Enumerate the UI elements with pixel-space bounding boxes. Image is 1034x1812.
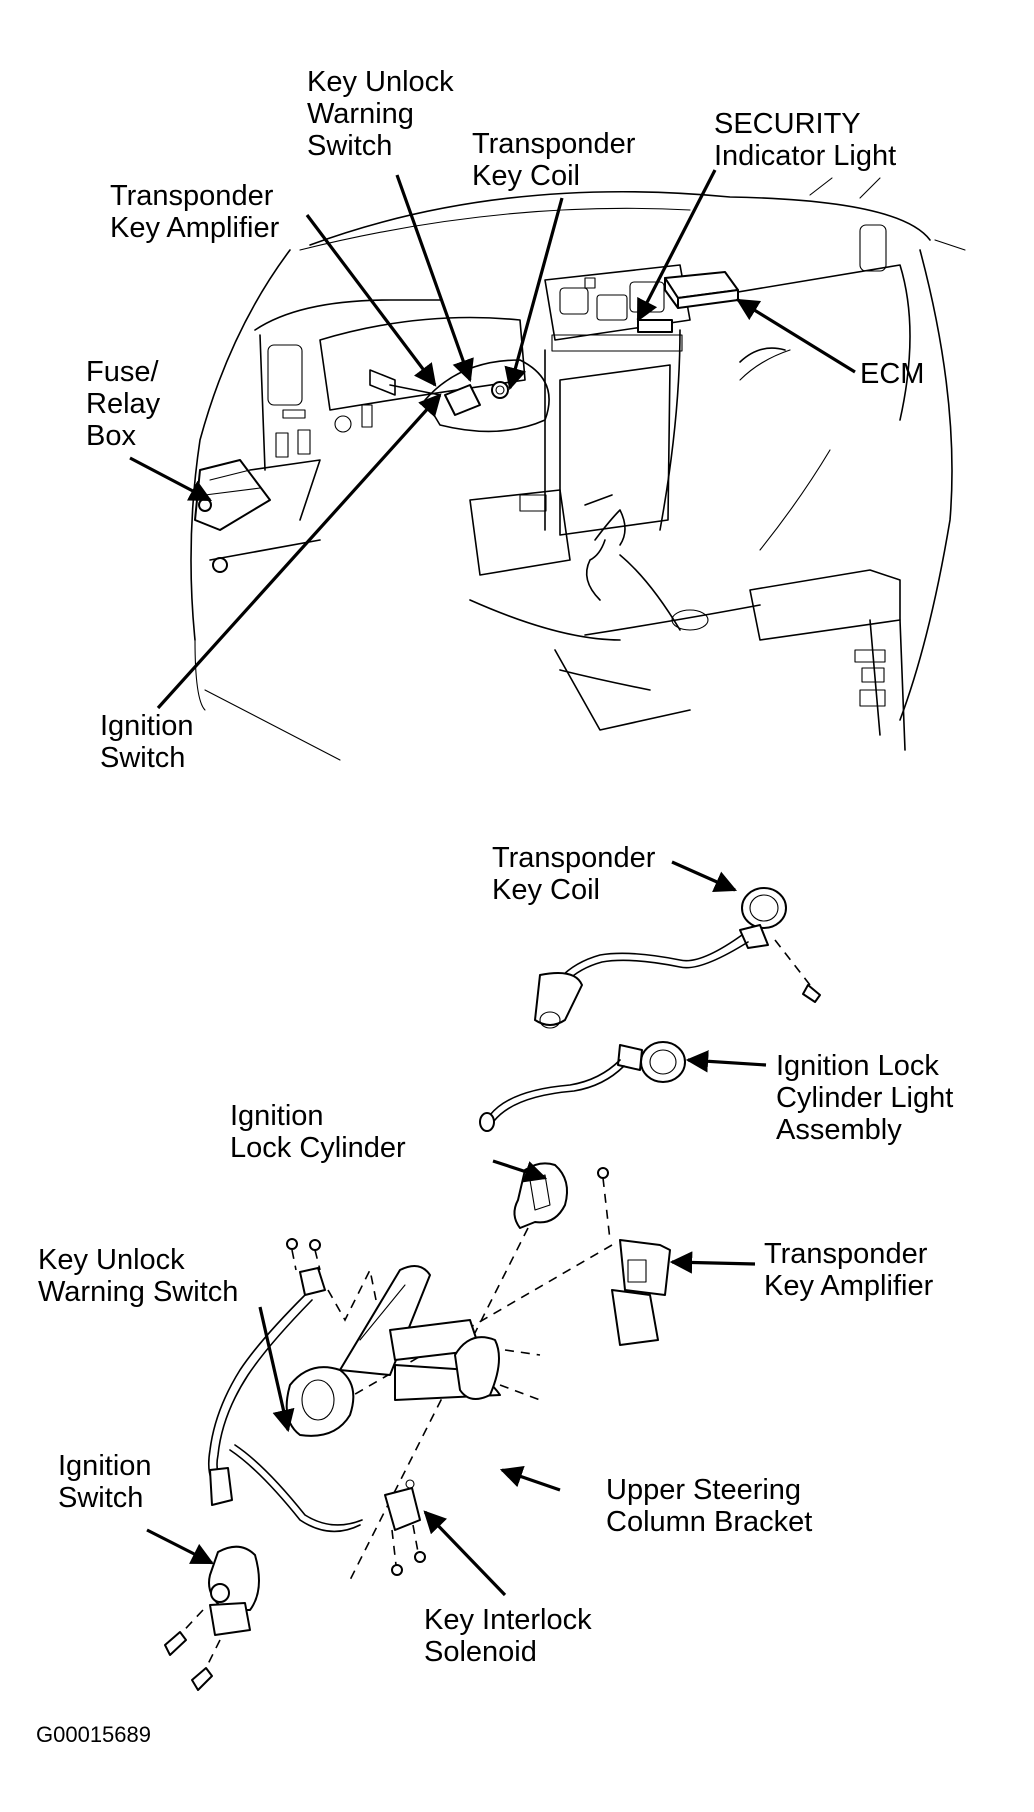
ignition-switch-part	[164, 1545, 260, 1691]
transponder-key-coil-part	[534, 887, 821, 1029]
screw	[597, 1167, 611, 1241]
figure-id: G00015689	[36, 1722, 151, 1747]
label-ecm: ECM	[860, 358, 925, 390]
ecm-component	[664, 271, 739, 309]
exploded-illustration	[164, 887, 821, 1691]
key-interlock-solenoid-part	[384, 1479, 426, 1576]
fuse-relay-box-component	[194, 459, 321, 573]
top-leader-lines	[129, 169, 856, 710]
ignition-lock-cylinder-light-part	[479, 1041, 686, 1132]
key-unlock-warning-switch-part	[207, 1238, 379, 1533]
steering-column-housing	[285, 1265, 541, 1437]
dashboard-illustration	[190, 177, 966, 761]
exploded-leader-lines	[146, 860, 767, 1597]
